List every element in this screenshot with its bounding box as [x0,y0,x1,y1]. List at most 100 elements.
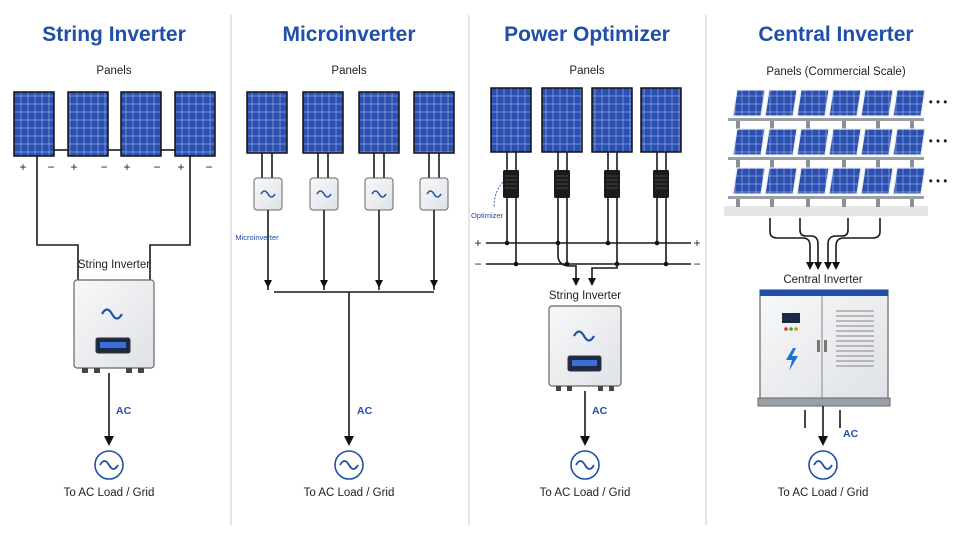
solar-panel [490,87,532,153]
ac-label: AC [843,428,859,440]
solar-panel [120,91,162,157]
rack-leg [806,199,810,207]
feeder-wire [769,218,811,268]
output-label: To AC Load / Grid [64,487,155,499]
solar-panel [796,128,830,156]
rack-leg [736,121,740,129]
plus-sign: + [177,160,184,174]
minus-sign: − [693,257,700,271]
solar-panel [67,91,109,157]
plus-sign: + [693,236,700,250]
solar-panel [764,167,798,195]
minus-sign: − [47,160,54,174]
solar-panel [13,91,55,157]
lightning-bolt-icon [786,348,798,371]
rack-leg [910,160,914,168]
minus-sign: − [205,160,212,174]
column-title: Central Inverter [758,23,913,46]
solar-panel [764,89,798,117]
microinverter [309,177,339,211]
rack-leg [876,199,880,207]
inverter-label: Central Inverter [783,274,862,286]
ac-label: AC [116,405,132,417]
microinverter [419,177,449,211]
minus-sign: − [474,257,481,271]
junction-dots [504,240,669,267]
rack-leg [736,160,740,168]
optimizer-units [503,170,669,198]
feeder-wire [799,218,819,268]
feeder-wire [835,218,881,268]
solar-panel [828,167,862,195]
column-title: Microinverter [282,23,415,46]
optimizer-callout [493,181,504,208]
solar-panel [892,167,926,195]
microinverter [364,177,394,211]
plus-sign: + [123,160,130,174]
optimizer-wires [506,198,667,264]
rack-leg [770,199,774,207]
solar-panel [413,91,455,154]
ac-label: AC [357,405,373,417]
output-label: To AC Load / Grid [778,487,869,499]
solar-panel [732,128,766,156]
feed-positive [557,243,577,283]
more-indicator: • • • [929,136,947,148]
vent-grille [836,310,874,367]
panels-label: Panels [569,65,604,77]
solar-panel [860,89,894,117]
rack-leg [842,121,846,129]
plus-sign: + [474,236,481,250]
solar-panel [828,89,862,117]
sine-wave-icon [573,330,595,342]
rack-leg [842,160,846,168]
rack-leg [876,121,880,129]
solar-panel [302,91,344,154]
arrow-head [818,436,828,446]
arrow-heads [806,262,840,270]
inverter-label: String Inverter [78,259,150,271]
rack-leg [806,121,810,129]
panels-label: Panels [96,65,131,77]
solar-panels [13,91,216,157]
column-title: Power Optimizer [504,23,670,46]
rack-rail [728,196,924,199]
solar-panel [764,128,798,156]
arrow-head [580,436,590,446]
dc-wire-negative [149,156,191,283]
solar-panel [591,87,633,153]
string-inverter-box [548,305,622,391]
panels-label: Panels [331,65,366,77]
dc-wire [506,152,667,170]
solar-panel [796,167,830,195]
solar-panel [640,87,682,153]
dc-wire-positive [36,156,79,283]
microinverter-units [253,177,449,211]
solar-array [724,89,928,216]
more-indicator: • • • [929,176,947,188]
microinverter-label: Microinverter [235,233,279,242]
solar-panel [732,89,766,117]
rack-leg [910,121,914,129]
column-central-inverter: Central Inverter Panels (Commercial Scal… [724,23,947,499]
ac-drop-wires [267,210,435,290]
solar-panels [246,91,455,154]
solar-panel [892,128,926,156]
rack-leg [876,160,880,168]
display-screen [782,313,800,323]
column-string-inverter: String Inverter Panels + − + − + − + − S… [13,23,216,499]
arrow-heads [572,278,596,286]
string-inverter-box [73,279,155,373]
rack-leg [770,121,774,129]
rack-leg [736,199,740,207]
panels-label: Panels (Commercial Scale) [766,66,905,78]
solar-panel [541,87,583,153]
inverter-label: String Inverter [549,290,621,302]
feed-negative [591,264,618,283]
minus-sign: − [153,160,160,174]
solar-panel [174,91,216,157]
arrow-head [344,436,354,446]
central-inverter-cabinet [757,289,891,407]
